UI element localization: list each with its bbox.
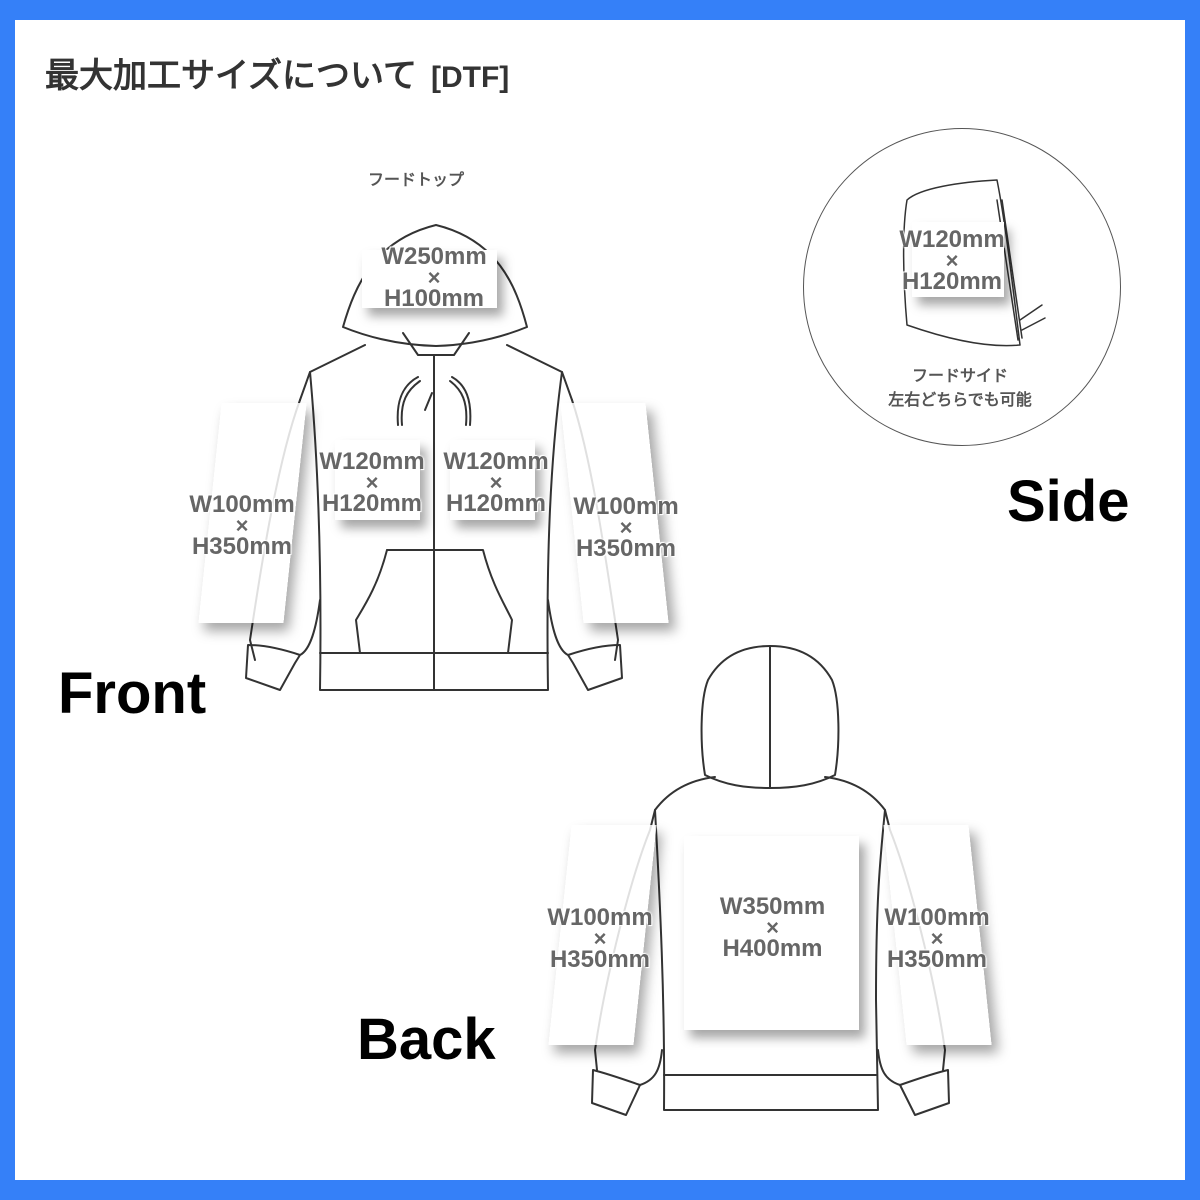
left-chest-dimensions: W120mm × H120mm <box>308 448 436 517</box>
hood-top-dimensions: W250mm × H100mm <box>360 243 508 312</box>
caption-line-1: フードサイド <box>911 366 1008 385</box>
title-tag: [DTF] <box>430 61 510 94</box>
times-icon: × <box>619 515 633 540</box>
times-icon: × <box>930 926 944 951</box>
dim-height: H350mm <box>575 535 677 562</box>
hood-side-print-area <box>912 222 1004 297</box>
dim-width: W100mm <box>189 491 295 518</box>
times-icon: × <box>593 926 607 951</box>
times-icon: × <box>427 265 441 290</box>
dim-height: H120mm <box>901 268 1003 295</box>
dim-height: H350mm <box>191 533 293 560</box>
dim-height: H350mm <box>549 946 651 973</box>
back-center-dimensions: W350mm × H400mm <box>700 893 845 962</box>
hood-side-dimensions: W120mm × H120mm <box>890 226 1014 295</box>
back-right-sleeve-dimensions: W100mm × H350mm <box>873 904 1001 973</box>
dim-width: W120mm <box>443 448 549 475</box>
side-view-circle <box>803 128 1121 446</box>
title-text: 最大加工サイズについて <box>45 56 417 96</box>
dim-height: H350mm <box>886 946 988 973</box>
front-right-sleeve-dimensions: W100mm × H350mm <box>562 493 690 562</box>
dim-width: W120mm <box>899 226 1005 253</box>
side-label: Side <box>1007 469 1130 534</box>
right-chest-dimensions: W120mm × H120mm <box>432 448 560 517</box>
dim-height: H100mm <box>383 285 485 312</box>
front-label: Front <box>58 661 207 726</box>
caption-line-2: 左右どちらでも可能 <box>888 390 1032 409</box>
times-icon: × <box>235 513 249 538</box>
hood-side-caption: フードサイド 左右どちらでも可能 <box>880 364 1040 412</box>
times-icon: × <box>365 470 379 495</box>
left-chest-print-area <box>335 440 420 520</box>
dim-height: H400mm <box>722 935 823 962</box>
dim-height: H120mm <box>321 490 423 517</box>
dim-width: W350mm <box>719 893 826 920</box>
back-label: Back <box>357 1007 496 1072</box>
dim-width: W120mm <box>319 448 425 475</box>
times-icon: × <box>489 470 503 495</box>
dim-height: H120mm <box>445 490 547 517</box>
times-icon: × <box>945 248 959 273</box>
back-left-sleeve-dimensions: W100mm × H350mm <box>536 904 664 973</box>
hood-top-print-area <box>362 250 497 308</box>
dim-width: W250mm <box>381 243 487 270</box>
dim-width: W100mm <box>547 904 653 931</box>
dim-width: W100mm <box>573 493 679 520</box>
dim-width: W100mm <box>884 904 990 931</box>
right-chest-print-area <box>450 440 535 520</box>
front-left-sleeve-dimensions: W100mm × H350mm <box>178 491 306 560</box>
hood-top-caption: フードトップ <box>368 170 465 189</box>
page-title: 最大加工サイズについて [DTF] <box>45 48 509 97</box>
times-icon: × <box>766 915 779 940</box>
back-center-print-area <box>684 836 859 1030</box>
